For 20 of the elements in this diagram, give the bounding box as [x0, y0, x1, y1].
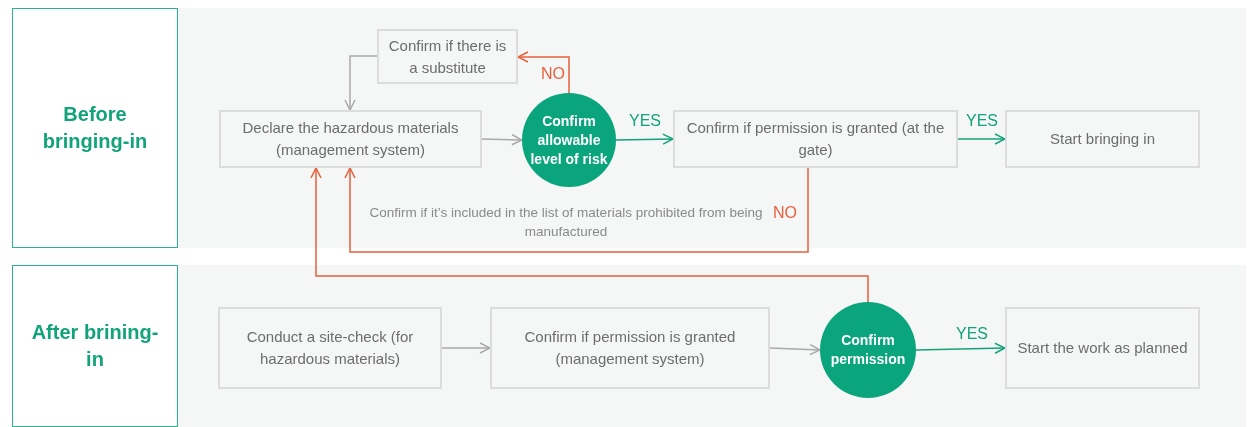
process-box: Start the work as planned — [1005, 307, 1200, 389]
process-box: Confirm if permission is granted (at the gate) — [673, 110, 958, 168]
process-box: Conduct a site-check (for hazardous materials) — [218, 307, 442, 389]
arrow — [481, 134, 523, 146]
arrow — [517, 51, 570, 94]
arrow — [615, 133, 674, 145]
arrow — [344, 55, 378, 111]
arrow — [310, 167, 869, 303]
arrow — [769, 343, 821, 356]
arrow — [441, 342, 491, 354]
arrow — [344, 167, 809, 253]
process-box: Confirm if permission is granted (management system) — [490, 307, 770, 389]
process-box: Start bringing in — [1005, 110, 1200, 168]
arrow — [915, 342, 1006, 354]
phase-label-box: Before bringing-in — [12, 8, 178, 248]
process-box: Confirm if there is a substitute — [377, 29, 518, 84]
process-box: Declare the hazardous materials (management system) — [219, 110, 482, 168]
phase-label-box: After brining-in — [12, 265, 178, 427]
note-text: Confirm if it’s included in the list of materials prohibited from being manufactured — [368, 204, 764, 241]
arrow — [957, 133, 1006, 145]
